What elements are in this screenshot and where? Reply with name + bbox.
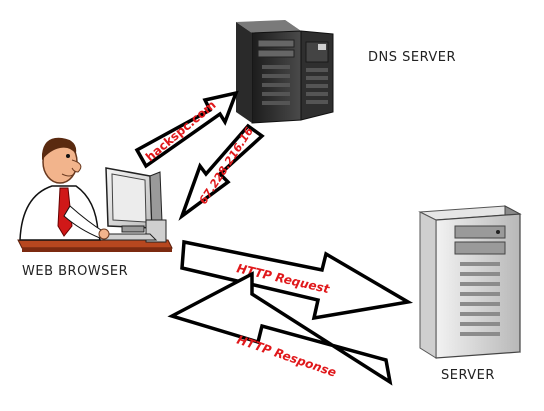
web-server-tower-icon [418,205,522,359]
server-label: SERVER [441,368,495,383]
user-at-computer-icon [17,137,173,252]
web-browser-label: WEB BROWSER [22,264,129,279]
dns-query-label: hackspc.com [143,98,219,165]
dns-server-tower-icon [236,20,334,124]
dns-server-label: DNS SERVER [368,50,457,65]
dns-reply-label: 67.228.216.16 [197,125,257,207]
dns-reply-arrow: 67.228.216.16 [178,123,265,221]
